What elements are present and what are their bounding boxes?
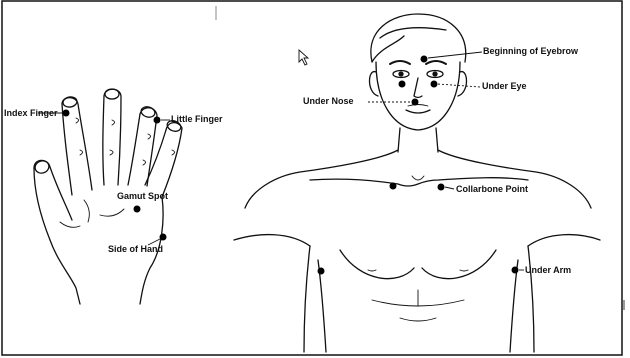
little-finger-point: [154, 117, 161, 124]
under-eye-point-right: [431, 81, 438, 88]
collarbone-point-left: [390, 183, 397, 190]
hand-points: [63, 110, 167, 241]
body-illustration: [234, 14, 600, 352]
label-index-finger: Index Finger: [4, 108, 58, 118]
under-nose-point: [412, 99, 419, 106]
label-side-of-hand: Side of Hand: [108, 244, 163, 254]
index-finger-point: [63, 110, 70, 117]
collarbone-point-right: [438, 184, 445, 191]
side-of-hand-point: [160, 234, 167, 241]
under-arm-point-left: [318, 268, 325, 275]
label-collarbone: Collarbone Point: [456, 184, 528, 194]
under-arm-point-right: [512, 267, 519, 274]
label-little-finger: Little Finger: [171, 114, 223, 124]
under-eye-point-left: [399, 81, 406, 88]
label-gamut-spot: Gamut Spot: [117, 191, 168, 201]
label-under-arm: Under Arm: [525, 265, 571, 275]
label-eyebrow: Beginning of Eyebrow: [483, 46, 579, 56]
mouse-pointer-icon: [299, 50, 308, 65]
eyebrow-point: [421, 56, 428, 63]
label-under-nose: Under Nose: [303, 96, 354, 106]
label-under-eye: Under Eye: [482, 81, 527, 91]
gamut-spot-point: [134, 206, 141, 213]
